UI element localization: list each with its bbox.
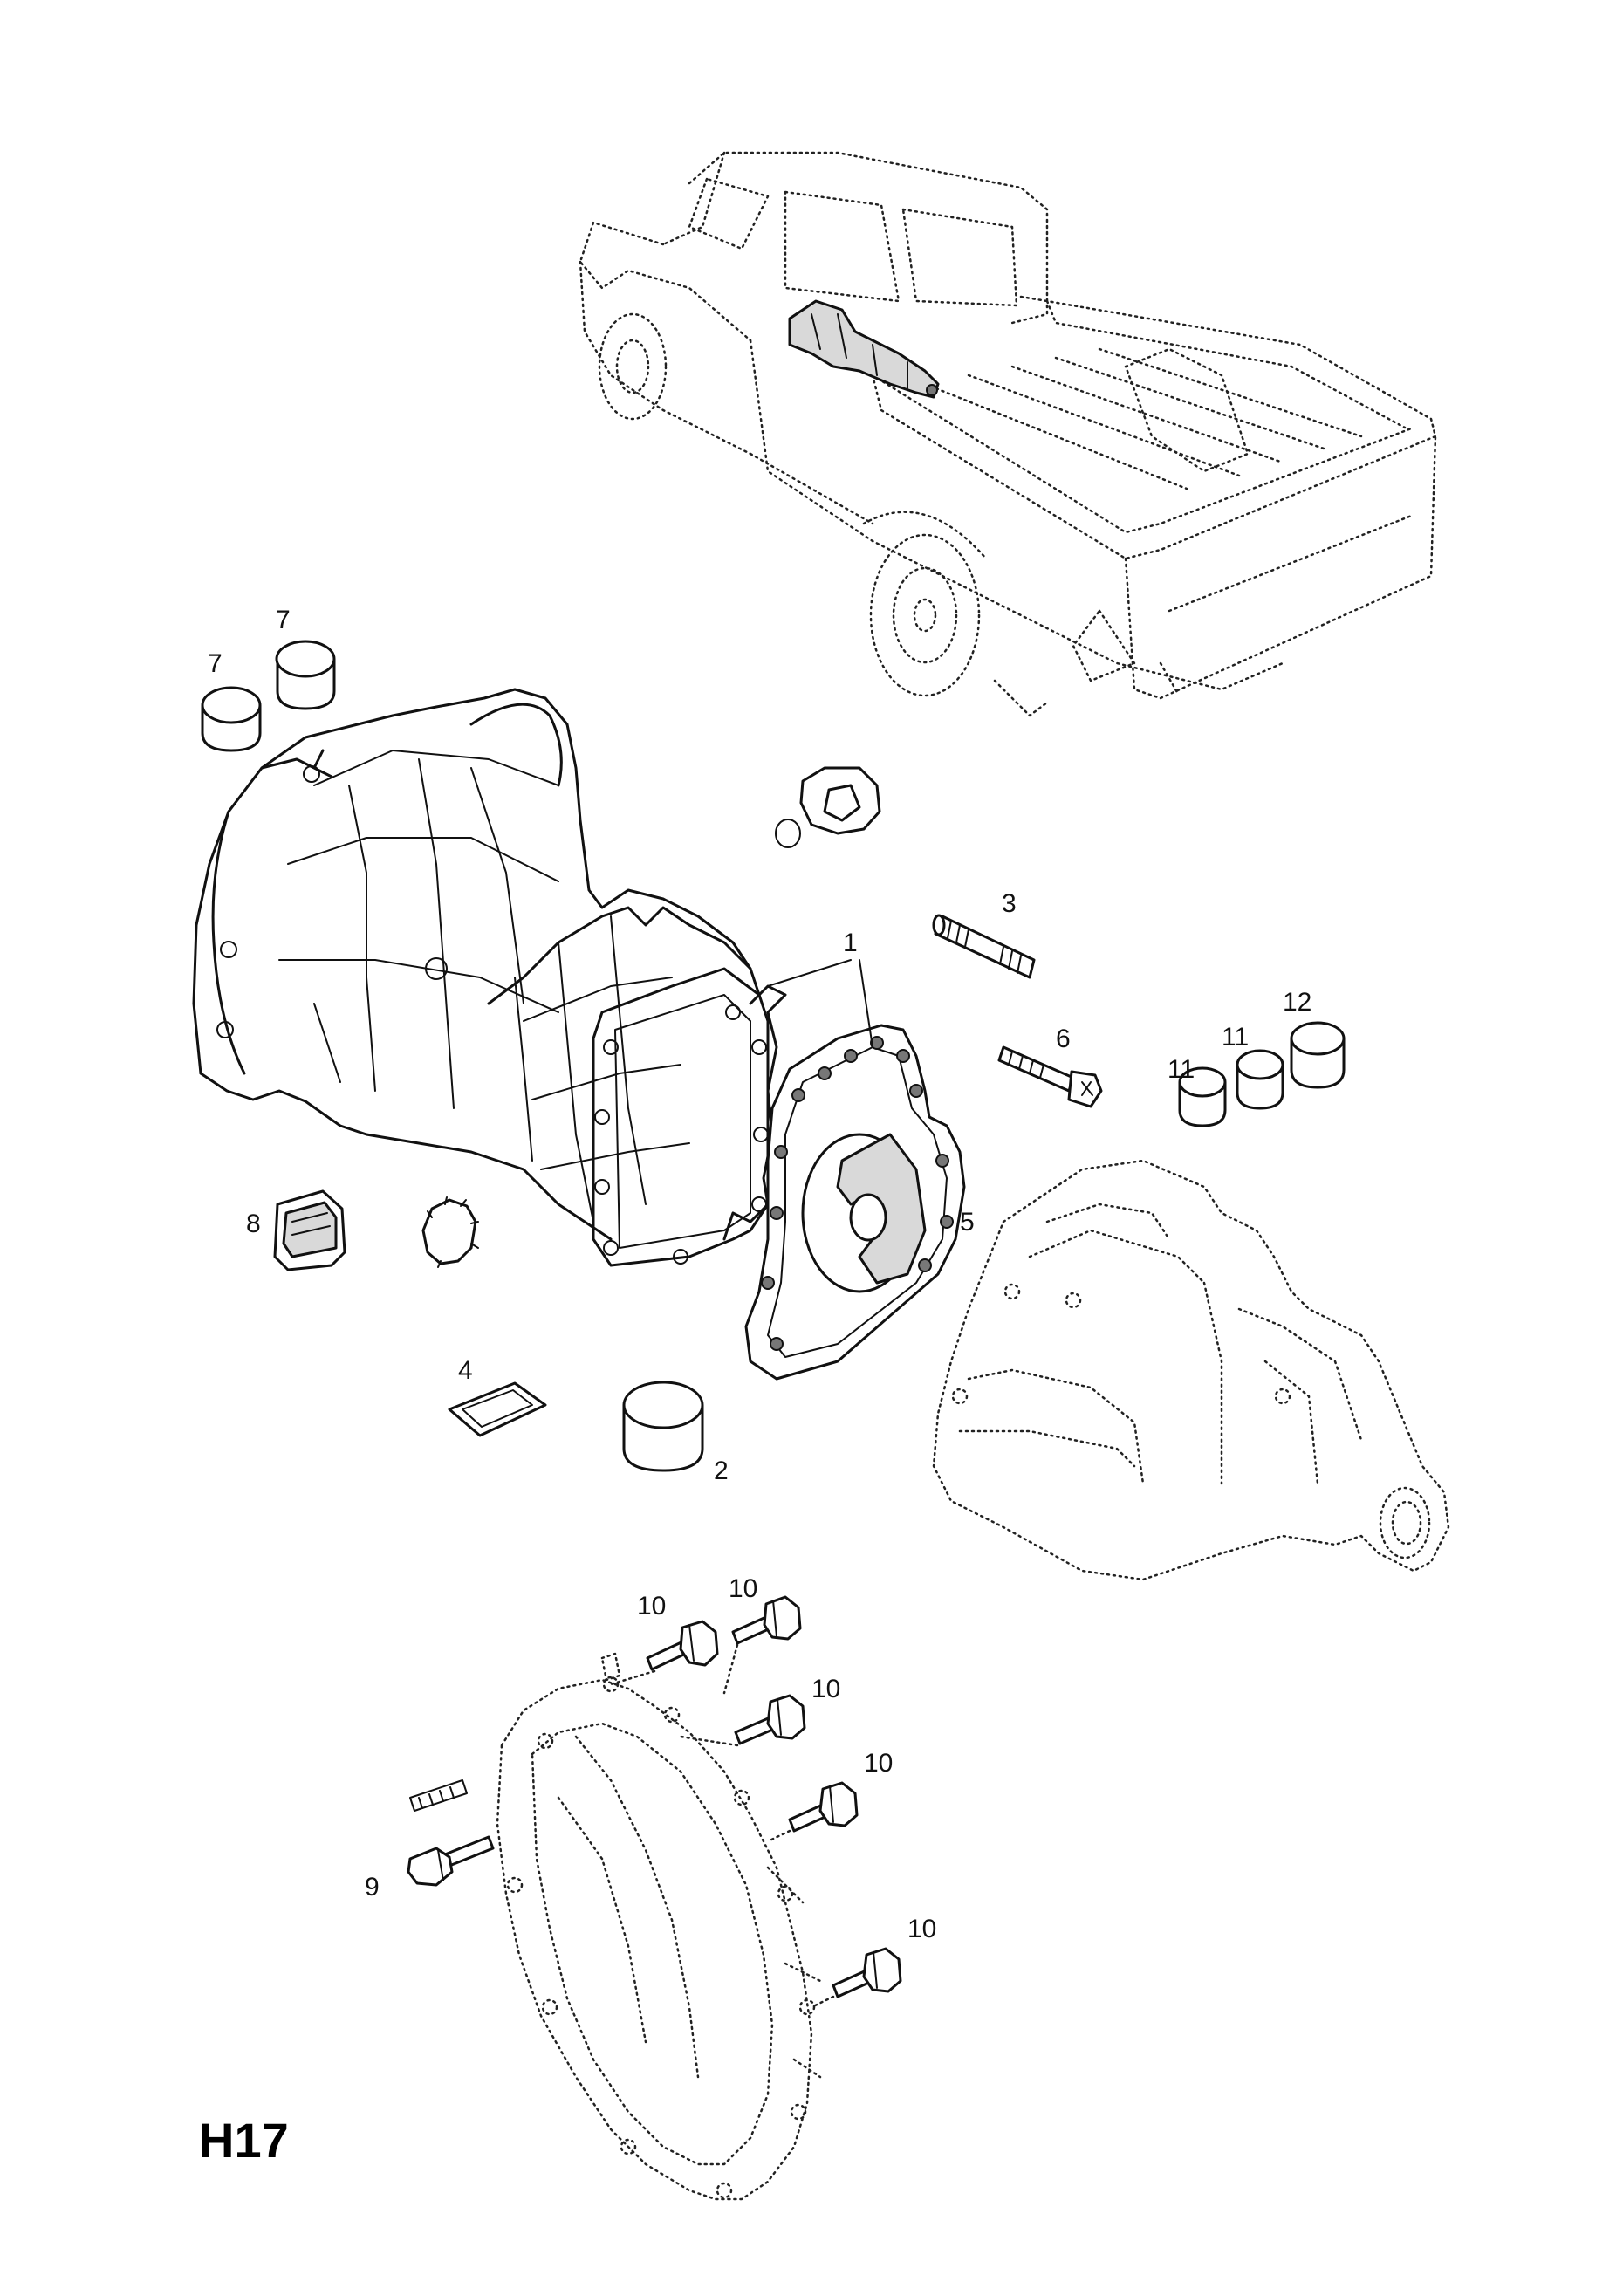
callout-10e: 10 [907,1915,936,1943]
gasket-4-icon [448,1381,547,1437]
callout-7b: 7 [276,606,291,634]
callout-10c: 10 [812,1675,840,1703]
stud-3-icon [932,914,1036,979]
adapter-plate-icon [744,1024,966,1381]
bushing-7a [201,686,262,752]
leader-1b [859,959,873,1048]
callout-4: 4 [458,1356,473,1385]
bushing-12 [1290,1021,1346,1089]
callout-10b: 10 [729,1574,757,1603]
bolt-9-icon [407,1835,495,1887]
callout-10d: 10 [864,1749,893,1778]
callout-11b: 11 [1222,1023,1249,1052]
transmission-case-icon [192,688,770,1267]
gear-icon [421,1196,479,1268]
callout-10a: 10 [637,1592,666,1621]
bushing-7b [275,640,336,710]
callout-5: 5 [960,1208,975,1237]
page-code: H17 [199,2113,289,2168]
leader-1a [767,959,852,987]
callout-7a: 7 [208,649,223,678]
transfer-case-icon [932,1159,1450,1581]
pickup-truck-icon [579,151,1437,717]
callout-1: 1 [843,929,858,957]
callout-12: 12 [1283,988,1311,1017]
bolt-10b-icon [722,1595,802,1695]
bushing-11b [1236,1049,1284,1110]
gasket-1-icon [722,984,787,1241]
callout-11a: 11 [1168,1055,1195,1084]
callout-8: 8 [246,1210,261,1238]
cap-8-icon [273,1189,346,1271]
screw-6-icon [997,1045,1103,1108]
callout-9: 9 [365,1873,380,1902]
plug-with-oring-icon [775,766,881,848]
bellhousing-icon [409,1652,822,2201]
callout-2: 2 [714,1456,729,1485]
bolt-10a-icon [609,1620,719,1686]
bushing-11a [1178,1066,1227,1127]
callout-3: 3 [1002,889,1017,918]
bushing-2-icon [622,1381,704,1472]
callout-6: 6 [1056,1025,1071,1053]
bolt-10d-icon [766,1781,859,1843]
bolt-10c-icon [679,1694,806,1747]
bolt-10e-icon [810,1947,902,2009]
